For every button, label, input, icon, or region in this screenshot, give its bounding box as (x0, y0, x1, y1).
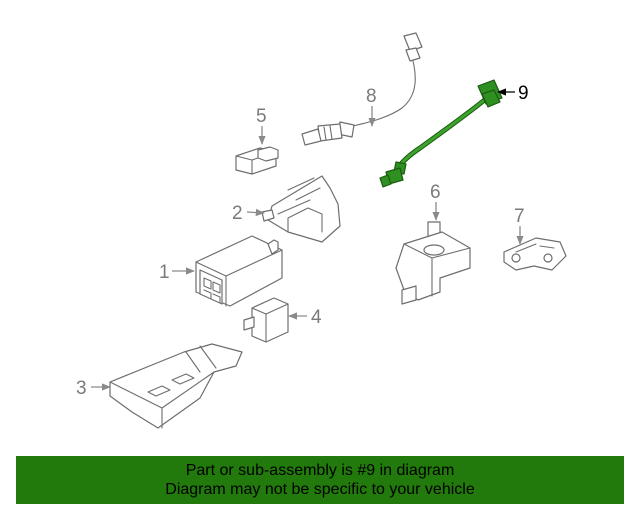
callout-5: 5 (256, 106, 267, 127)
callout-9: 9 (518, 83, 529, 104)
part-5-clip[interactable] (235, 146, 279, 175)
part-6-sensor-assembly[interactable] (395, 221, 471, 305)
callout-1: 1 (159, 262, 170, 283)
banner-line-1: Part or sub-assembly is #9 in diagram (185, 462, 455, 479)
callout-2: 2 (232, 203, 243, 224)
callout-6: 6 (430, 182, 441, 203)
callout-4: 4 (311, 307, 322, 328)
part-9-oxygen-sensor[interactable] (379, 79, 503, 188)
parts-diagram: 5 8 9 2 1 4 3 6 7 (76, 32, 567, 429)
callout-7: 7 (514, 206, 525, 227)
callout-8: 8 (366, 86, 377, 107)
part-2-bracket[interactable] (261, 175, 341, 243)
part-1-canister[interactable] (195, 235, 283, 307)
part-8-oxygen-sensor[interactable] (301, 32, 423, 146)
callout-3: 3 (76, 378, 87, 399)
info-banner: Part or sub-assembly is #9 in diagram Di… (16, 456, 624, 504)
part-7-bracket[interactable] (503, 237, 567, 271)
part-3-shield[interactable] (109, 343, 243, 429)
banner-line-2: Diagram may not be specific to your vehi… (165, 481, 475, 498)
part-4-valve[interactable] (243, 297, 289, 343)
